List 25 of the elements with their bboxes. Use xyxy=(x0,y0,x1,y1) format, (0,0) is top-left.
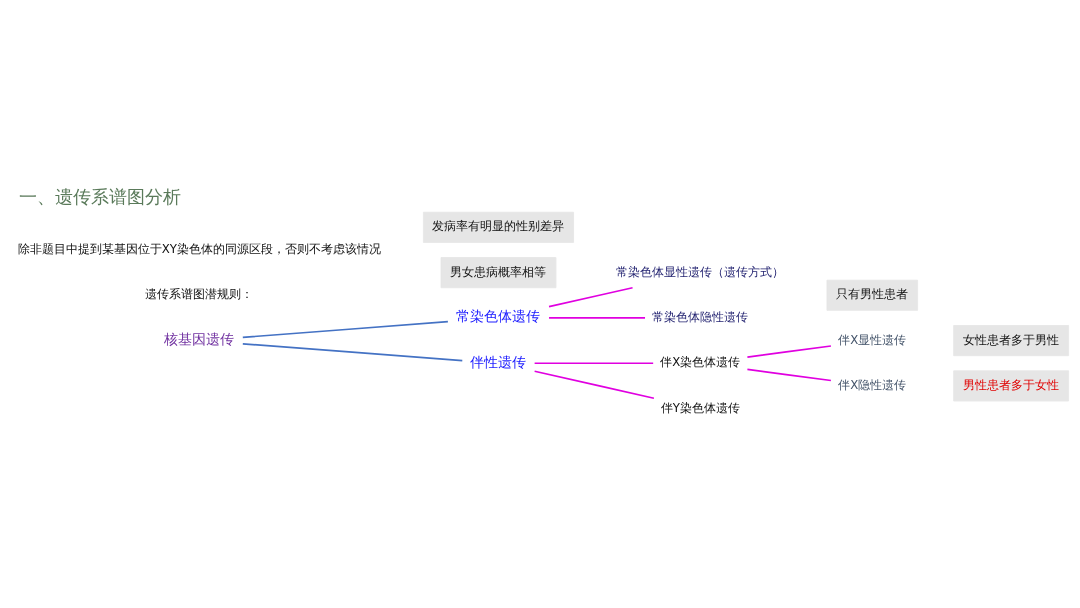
label: 除非题目中提到某基因位于XY染色体的同源区段，否则不考虑该情况 xyxy=(17,241,381,256)
node-box: 男女患病概率相等 xyxy=(440,256,557,288)
connector xyxy=(746,368,832,381)
node-box: 男性患者多于女性 xyxy=(953,369,1069,401)
connector xyxy=(548,286,634,307)
connector xyxy=(241,320,449,338)
label: 遗传系谱图潜规则： xyxy=(145,286,254,301)
node-text: 伴Y染色体遗传 xyxy=(660,400,740,415)
node-text: 常染色体遗传 xyxy=(456,307,541,324)
connector xyxy=(533,369,655,399)
node-text: 常染色体隐性遗传 xyxy=(652,309,749,324)
node-text: 伴X染色体遗传 xyxy=(660,354,741,369)
node-box: 只有男性患者 xyxy=(826,279,918,311)
connector xyxy=(548,316,646,319)
node-box: 女性患者多于男性 xyxy=(953,324,1069,356)
node-text: 伴X隐性遗传 xyxy=(838,377,907,392)
node-text: 伴性遗传 xyxy=(470,353,527,370)
connector xyxy=(746,344,832,358)
node-text: 伴X显性遗传 xyxy=(838,332,907,347)
node-box: 发病率有明显的性别差异 xyxy=(422,211,574,243)
node-text: 核基因遗传 xyxy=(164,330,235,347)
node-text: 常染色体显性遗传（遗传方式） xyxy=(616,264,785,279)
connector xyxy=(533,361,654,364)
connector xyxy=(241,342,464,361)
diagram-title: 一、遗传系谱图分析 xyxy=(19,185,182,207)
